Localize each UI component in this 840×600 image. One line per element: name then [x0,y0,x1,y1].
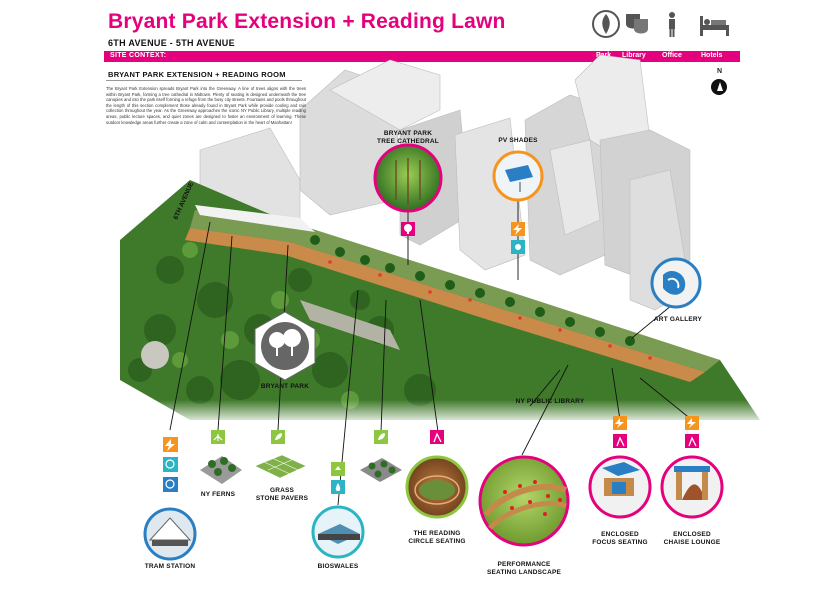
bryant-park-badge [254,311,316,381]
performance-seating-illustration [478,455,570,547]
north-label: N [717,68,723,75]
site-context-bar [104,51,740,62]
label-focus-seating: ENCLOSED FOCUS SEATING [592,531,648,546]
category-hotels: Hotels [701,52,723,59]
bed-icon [700,16,729,36]
label-grass-pavers: GRASS STONE PAVERS [255,487,309,502]
focus-seating-icons [588,416,652,519]
person-icon [669,12,675,37]
category-library: Library [622,52,646,59]
label-pv-shades: PV SHADES [498,137,538,144]
site-context-label: SITE CONTEXT: [110,52,167,59]
section-description: The Bryant Park Extension spreads Bryant… [106,86,306,125]
label-ny-ferns: NY FERNS [200,491,236,498]
context-icons [592,10,729,38]
label-tree-cathedral: BRYANT PARK TREE CATHEDRAL [377,130,439,145]
tram-station-icons [143,437,197,561]
north-arrow-pointer [717,82,723,91]
label-tram-station: TRAM STATION [144,563,196,570]
section-divider [106,80,302,81]
label-bryant-park: BRYANT PARK [260,383,310,390]
chaise-lounge-icons [660,416,724,519]
grass-pavers-icons [254,430,307,479]
section-heading: BRYANT PARK EXTENSION + READING ROOM [108,70,286,79]
page-subtitle: 6TH AVENUE - 5TH AVENUE [108,38,235,48]
tree-cathedral-callout [373,143,443,236]
bioswales-icons [311,462,365,559]
greenway-strip [185,205,720,382]
label-ny-public-library: NY PUBLIC LIBRARY [515,398,585,405]
art-gallery-callout [650,257,702,309]
leader-lines [169,195,693,506]
label-art-gallery: ART GALLERY [653,316,703,323]
label-performance-seating: PERFORMANCE SEATING LANDSCAPE [486,561,562,576]
label-chaise-lounge: ENCLOSED CHAISE LOUNGE [663,531,721,546]
theater-masks-icon [626,14,648,34]
ny-ferns-icons [200,430,242,484]
label-bioswales: BIOSWALES [317,563,359,570]
category-office: Office [662,52,682,59]
nyc-parks-seal-icon [592,10,620,38]
reading-circle-icons [360,430,469,519]
pv-shades-callout [492,150,544,254]
label-reading-circle: THE READING CIRCLE SEATING [408,530,466,545]
page-title: Bryant Park Extension + Reading Lawn [108,10,506,33]
